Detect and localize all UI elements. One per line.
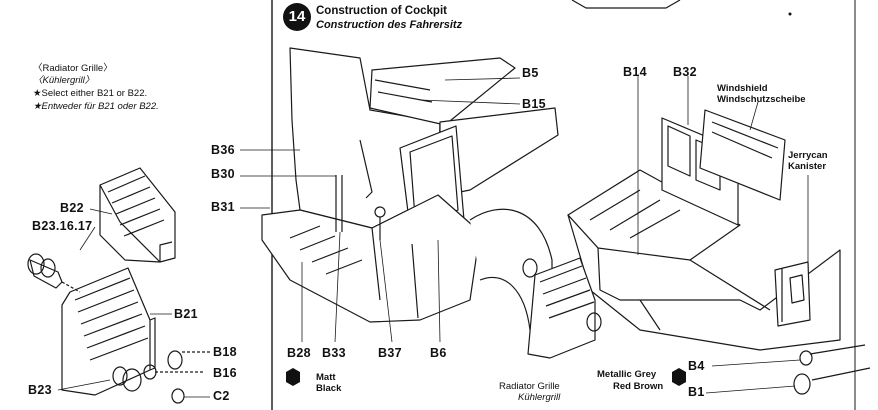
body-drawing: [522, 76, 871, 395]
label-b1: B1: [688, 385, 705, 399]
radiator-caption-en: Radiator Grille: [499, 381, 560, 392]
step-title-de: Construction des Fahrersitz: [316, 19, 463, 31]
grille-b21-drawing: [61, 267, 156, 396]
label-b22: B22: [60, 201, 84, 215]
red-brown-caption: Red Brown: [613, 381, 664, 392]
label-b32: B32: [673, 65, 697, 79]
label-b18: B18: [213, 345, 237, 359]
windshield-caption-en: Windshield: [717, 83, 768, 94]
red-brown-paint-icon: [672, 368, 686, 386]
headlight-cluster-drawing: [27, 253, 81, 293]
matt-black-caption-1: Matt: [316, 372, 336, 383]
cockpit-drawing: [240, 47, 559, 343]
label-b36: B36: [211, 143, 235, 157]
radiator-note-line1: 〈Radiator Grille〉: [33, 63, 113, 74]
label-b28: B28: [287, 346, 311, 360]
jerrycan-caption-en: Jerrycan: [788, 150, 828, 161]
radiator-note-line3: ★Select either B21 or B22.: [33, 88, 148, 99]
label-b23: B23: [28, 383, 52, 397]
step-number: 14: [288, 8, 306, 25]
jerrycan-caption-de: Kanister: [788, 161, 827, 172]
radiator-caption-de: Kühlergrill: [518, 392, 561, 403]
grille-b22-drawing: [99, 167, 176, 263]
label-c2: C2: [213, 389, 230, 403]
label-b31: B31: [211, 200, 235, 214]
label-b23-16-17: B23.16.17: [32, 219, 93, 233]
label-b30: B30: [211, 167, 235, 181]
lower-parts-drawing: [112, 350, 210, 404]
radiator-note-line2: 〈Kühlergrill〉: [33, 75, 95, 86]
label-b5: B5: [522, 66, 539, 80]
label-b33: B33: [322, 346, 346, 360]
label-b6: B6: [430, 346, 447, 360]
label-b16: B16: [213, 366, 237, 380]
label-b4: B4: [688, 359, 705, 373]
windshield-caption-de: Windschutzscheibe: [717, 94, 806, 105]
label-b15: B15: [522, 97, 546, 111]
step-number-circle: [283, 3, 311, 31]
label-b37: B37: [378, 346, 402, 360]
label-b21: B21: [174, 307, 198, 321]
metallic-grey-caption: Metallic Grey: [597, 369, 657, 380]
matt-black-paint-icon: [286, 368, 300, 386]
matt-black-caption-2: Black: [316, 383, 342, 394]
radiator-note-line4: ★Entweder für B21 oder B22.: [33, 101, 159, 112]
step-title-en: Construction of Cockpit: [316, 5, 447, 17]
label-b14: B14: [623, 65, 647, 79]
